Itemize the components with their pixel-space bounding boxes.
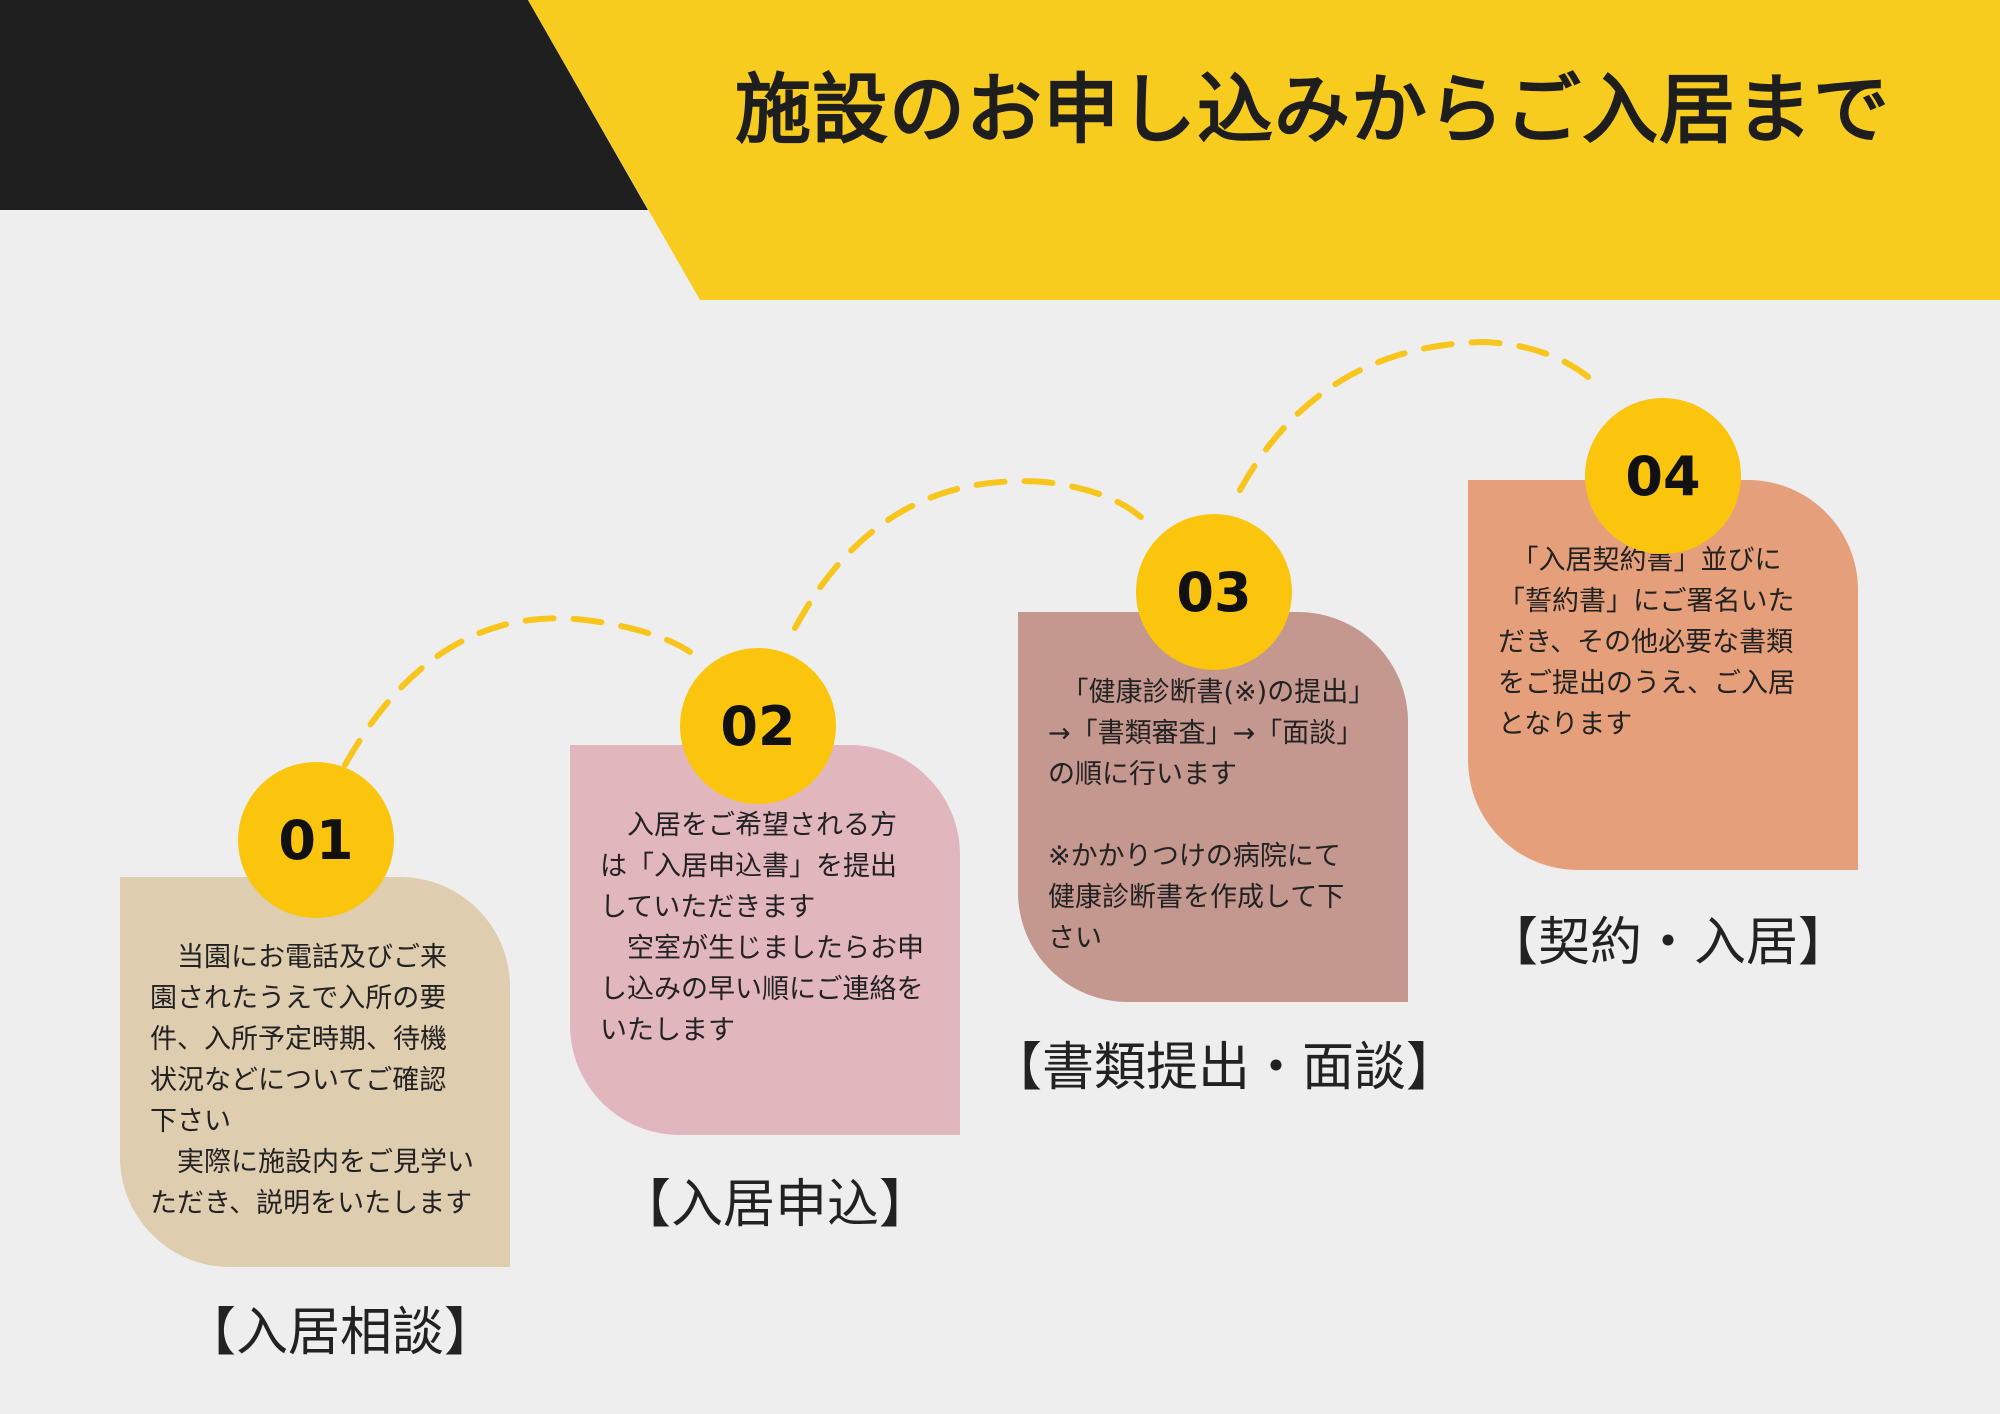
step-label-02: 【入居申込】 [618, 1175, 931, 1235]
step-description-02: 入居をご希望される方 は「入居申込書」を提出 していただきます 空室が生じました… [600, 810, 924, 1046]
step-label-04: 【契約・入居】 [1485, 913, 1850, 973]
step-card-03: 「健康診断書(※)の提出」 →「書類審査」→「面談」 の順に行います ※かかりつ… [1018, 612, 1408, 1002]
header-yellow-band [528, 0, 2000, 300]
step-badge-04: 04 [1585, 398, 1741, 554]
step-card-02: 入居をご希望される方 は「入居申込書」を提出 していただきます 空室が生じました… [570, 745, 960, 1135]
step-description-01: 当園にお電話及びご来 園されたうえで入所の要 件、入所予定時期、待機 状況などに… [150, 942, 474, 1219]
connector-03-04 [1237, 338, 1595, 493]
step-description-03: 「健康診断書(※)の提出」 →「書類審査」→「面談」 の順に行います ※かかりつ… [1048, 677, 1376, 954]
step-label-01: 【入居相談】 [183, 1303, 496, 1363]
step-badge-02: 02 [680, 648, 836, 804]
step-card-01: 当園にお電話及びご来 園されたうえで入所の要 件、入所予定時期、待機 状況などに… [120, 877, 510, 1267]
header-dark-band [0, 0, 648, 210]
header-banner [0, 0, 2000, 300]
step-label-03: 【書類提出・面談】 [990, 1038, 1459, 1098]
step-badge-01: 01 [238, 762, 394, 918]
connector-02-03 [792, 478, 1145, 631]
step-badge-03: 03 [1136, 514, 1292, 670]
step-description-04: 「入居契約書」並びに 「誓約書」にご署名いた だき、その他必要な書類 をご提出の… [1498, 545, 1795, 740]
connector-01-02 [342, 615, 693, 768]
page-title: 施設のお申し込みからご入居まで [735, 65, 1890, 154]
